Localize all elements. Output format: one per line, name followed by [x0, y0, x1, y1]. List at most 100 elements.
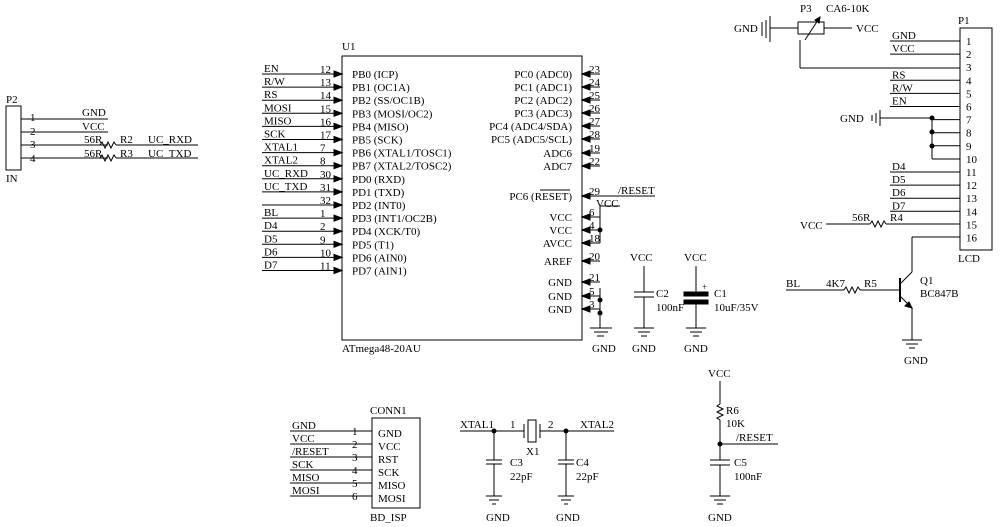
u1-left-net: UC_RXD: [264, 168, 308, 180]
u1-vcc-net: VCC: [596, 198, 619, 210]
pin-arrow-icon: [333, 253, 344, 262]
c5-ref: C5: [734, 457, 747, 469]
u1-right-pin-name: AREF: [544, 256, 572, 268]
r5-resistor: [843, 285, 861, 295]
r4-vcc: VCC: [800, 220, 823, 232]
u1-left-net: UC_TXD: [264, 181, 307, 193]
u1-ref: U1: [342, 41, 355, 53]
p1-net: D4: [892, 161, 906, 173]
p1-net: EN: [892, 96, 907, 108]
p3-potentiometer: P3 CA6-10K GND VCC: [734, 3, 960, 69]
u1-right-pin-num: 29: [589, 186, 601, 198]
u1-right-pin-num: 20: [589, 251, 601, 263]
conn1-body: [371, 417, 421, 509]
conn1-net: MOSI: [292, 485, 320, 497]
u1-right-pin-num: 21: [589, 272, 600, 284]
u1-left-pin-name: PD0 (RXD): [352, 174, 405, 186]
p1-net: GND: [892, 30, 916, 42]
u1-right-pin-num: 3: [589, 299, 595, 311]
u1-left-net: EN: [264, 63, 279, 75]
u1-right-pin-name: ADC6: [543, 148, 572, 160]
conn1-value: BD_ISP: [370, 512, 407, 524]
u1-left-pin-name: PB7 (XTAL2/TOSC2): [352, 161, 452, 173]
x1-net1: XTAL1: [460, 419, 494, 431]
u1-part: ATmega48-20AU: [342, 343, 421, 355]
u1-left-pin-num: 2: [320, 221, 326, 233]
u1-right-pin-name: VCC: [549, 212, 572, 224]
u1-right-pin-name: VCC: [549, 225, 572, 237]
net-uc-rxd-p2: UC_RXD: [148, 134, 192, 146]
p1-pin-num: 4: [966, 75, 972, 87]
p2-value: IN: [6, 173, 18, 185]
u1-right-pin-num: 28: [589, 129, 601, 141]
u1-left-pin-name: PD4 (XCK/T0): [352, 226, 420, 238]
x1-crystal: XTAL1 XTAL2 1 2 X1: [460, 419, 614, 458]
u1-left-pin-num: 8: [320, 156, 326, 168]
pin-arrow-icon: [333, 175, 344, 183]
u1-right-pin-name: ADC7: [543, 161, 572, 173]
r3-ref: R3: [120, 148, 133, 160]
r5-value: 4K7: [826, 278, 845, 290]
u1-left-pin-name: PB4 (MISO): [352, 121, 409, 133]
pin-arrow-icon: [580, 278, 591, 286]
u1-left-pin-num: 12: [320, 64, 331, 76]
x1-net2: XTAL2: [580, 419, 614, 431]
u1-right-pin-name: PC5 (ADC5/SCL): [491, 134, 572, 146]
c1-ref: C1: [714, 288, 727, 300]
x1-pin2: 2: [548, 419, 554, 431]
u1-right-pin-num: 4: [589, 220, 595, 232]
u1-left-net: MOSI: [264, 102, 292, 114]
u1-right-pin-num: 23: [589, 64, 601, 76]
pin-arrow-icon: [580, 149, 591, 157]
p1-net: RS: [892, 69, 905, 81]
q1-ref: Q1: [920, 275, 933, 287]
conn1-net: SCK: [292, 459, 313, 471]
u1-right-pin-name: PC1 (ADC1): [514, 82, 572, 94]
p2-pin-1: 1: [30, 112, 36, 124]
u1-left-pin-num: 14: [320, 90, 332, 102]
u1-left-net: D6: [264, 246, 278, 258]
q1-gnd: GND: [904, 355, 928, 367]
u1-right-pin-num: 5: [589, 286, 595, 298]
u1-reset-net: /RESET: [618, 185, 655, 197]
u1-left-pin-name: PD3 (INT1/OC2B): [352, 213, 437, 225]
u1-left-net: SCK: [264, 129, 285, 141]
c3-ref: C3: [510, 457, 523, 469]
p2-net-gnd: GND: [82, 107, 106, 119]
u1-right-pin-name: GND: [548, 304, 572, 316]
p1-lcd-connector: P1 LCD 1GND2VCC34RS5R/W6EN7891011D412D51…: [800, 15, 993, 268]
u1-right-pin-name: PC2 (ADC2): [514, 95, 572, 107]
p1-pin-num: 11: [966, 167, 977, 179]
p1-net: VCC: [892, 43, 915, 55]
conn1-pin-num: 4: [352, 465, 358, 477]
u1-right-pin-num: 18: [589, 233, 601, 245]
p1-pin-num: 16: [966, 233, 978, 245]
conn1-ref: CONN1: [370, 405, 407, 417]
pin-arrow-icon: [580, 292, 591, 300]
pin-arrow-icon: [580, 135, 591, 143]
p2-pin-4: 4: [30, 153, 36, 165]
p1-pin-num: 3: [966, 62, 972, 74]
u1-left-pin-num: 30: [320, 169, 332, 181]
p1-pin-num: 13: [966, 193, 978, 205]
u1-left-pin-num: 32: [320, 195, 331, 207]
r3-resistor: [99, 153, 117, 163]
pin-arrow-icon: [580, 213, 591, 221]
pin-arrow-icon: [580, 122, 591, 130]
u1-right-pin-name: PC4 (ADC4/SDA): [489, 121, 572, 133]
conn1-pin-name: RST: [378, 454, 398, 466]
pin-arrow-icon: [333, 227, 344, 235]
u1-right-pin-num: 26: [589, 103, 601, 115]
u1-left-pin-num: 31: [320, 182, 331, 194]
pin-arrow-icon: [580, 70, 591, 78]
conn1-pin-name: SCK: [378, 467, 399, 479]
r2-ref: R2: [120, 134, 133, 146]
u1-right-pin-num: 19: [589, 143, 601, 155]
x1-ref: X1: [526, 446, 539, 458]
p1-pin-num: 9: [966, 141, 972, 153]
pin-arrow-icon: [333, 122, 344, 131]
c3-gnd: GND: [486, 512, 510, 524]
u1-left-pin-name: PB6 (XTAL1/TOSC1): [352, 148, 452, 160]
